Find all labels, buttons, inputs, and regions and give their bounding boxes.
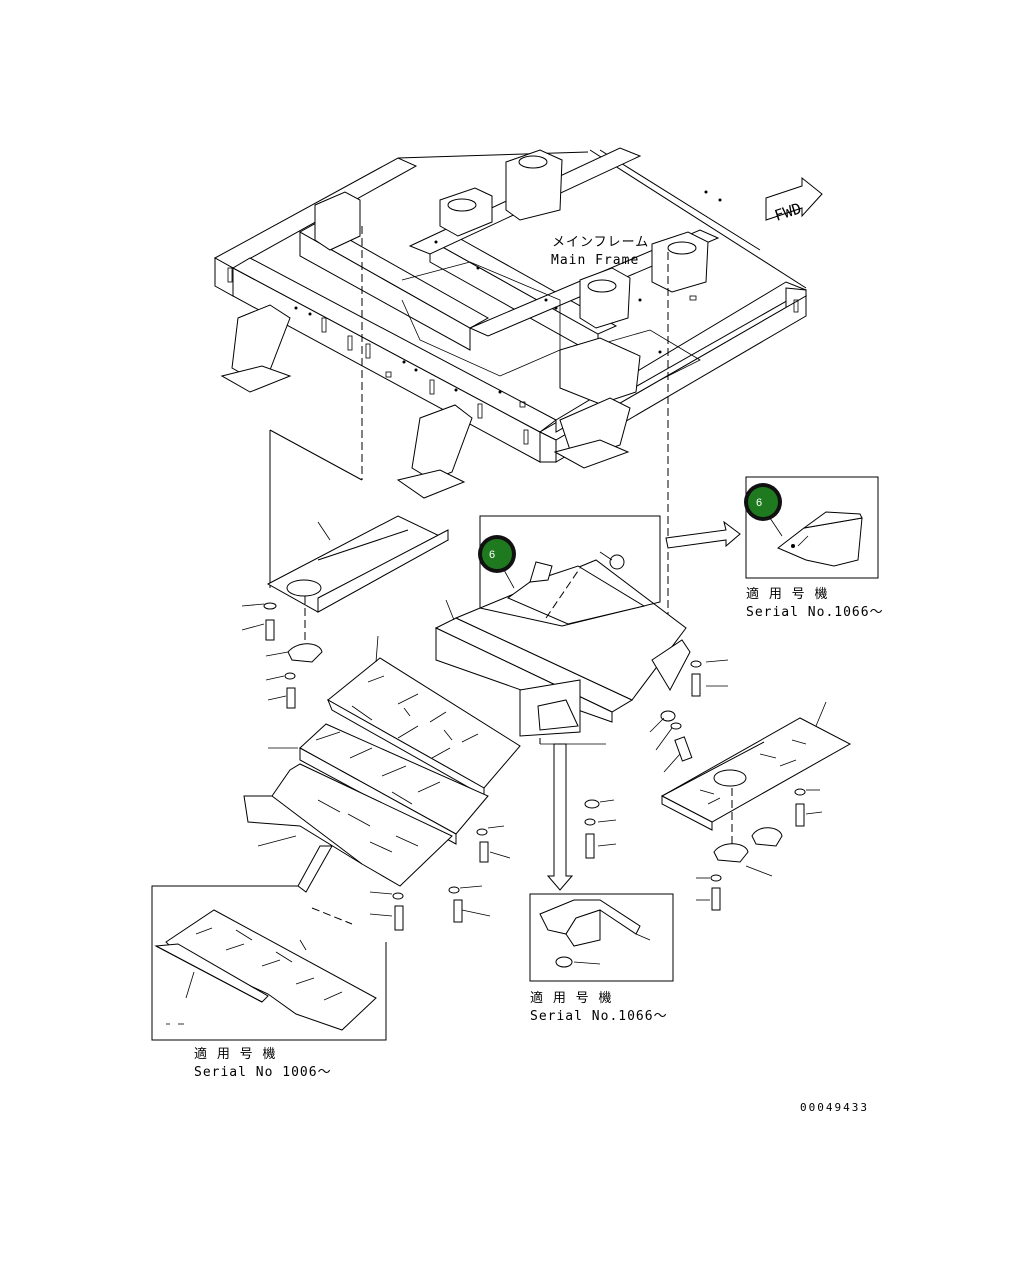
serial-note-right-jp: 適 用 号 機 <box>746 586 828 602</box>
bolts-upper-left <box>241 602 296 709</box>
callout-box-center <box>479 515 661 627</box>
bolts-center-lower <box>584 799 617 859</box>
guide-lines <box>269 226 669 614</box>
serial-note-left-en: Serial No 1006〜 <box>194 1065 332 1080</box>
center-tunnel-cover <box>434 559 691 745</box>
right-cover <box>660 701 852 877</box>
bolts-center-right <box>649 659 729 773</box>
bolts-right <box>696 788 823 911</box>
main-frame-drawing: FWD メインフレーム Main Frame <box>213 147 823 499</box>
center-bottom-plate <box>243 763 453 893</box>
drawing-number: 00049433 <box>800 1101 869 1114</box>
fwd-arrow: FWD <box>765 176 823 225</box>
main-frame-label-jp: メインフレーム <box>552 235 649 250</box>
inset-box-right <box>745 476 879 579</box>
bolts-center <box>369 825 511 931</box>
callout-badge-center: 6 <box>478 535 516 573</box>
arrow-to-inset <box>665 520 741 549</box>
callout-number-center: 6 <box>489 549 495 561</box>
left-front-cover <box>266 515 450 663</box>
main-frame-label-en: Main Frame <box>551 253 639 268</box>
inset-box-center-lower <box>529 893 674 982</box>
inset-box-lower-left <box>151 885 387 1041</box>
callout-number-right: 6 <box>756 497 762 509</box>
arrow-down-center <box>546 743 574 891</box>
serial-note-right-en: Serial No.1066〜 <box>746 605 884 620</box>
serial-note-center-en: Serial No.1066〜 <box>530 1009 668 1024</box>
serial-note-center-jp: 適 用 号 機 <box>530 990 612 1006</box>
serial-note-left-jp: 適 用 号 機 <box>194 1046 276 1062</box>
callout-badge-right: 6 <box>744 483 782 521</box>
